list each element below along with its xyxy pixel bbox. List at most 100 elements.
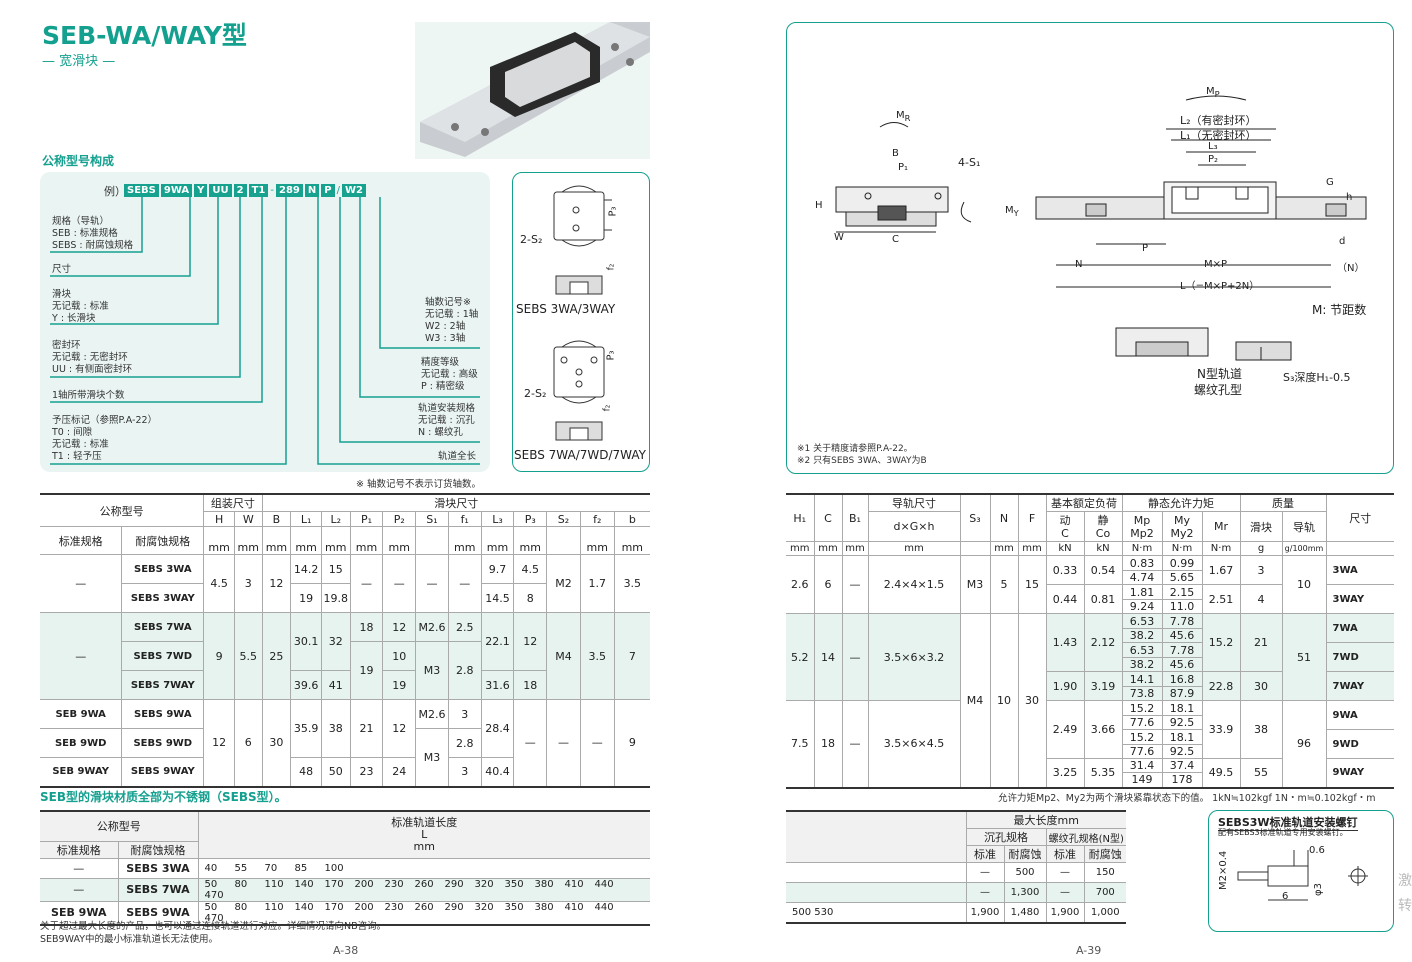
label-p3-bottom: P₃ [605,350,617,361]
technical-drawing [835,95,1367,361]
length-value: 140 [294,901,314,913]
page-number-left: A-38 [333,944,359,957]
length-value: 110 [264,878,284,890]
right-spec-table: H₁ C B₁ 导轨尺寸 S₃ N F 基本额定负荷 静态允许力矩 质量 尺寸 … [786,493,1394,789]
page-number-right: A-39 [1076,944,1102,957]
bottom-note-1: 关于超过最大长度的产品，也可以通过连接轨道进行对应。详细情况请向NB咨询。 [40,921,387,932]
col-L2: L₂ [320,511,351,527]
length-value: 260 [414,901,434,913]
label-f2-top: f₂ [606,263,617,271]
unit: mm [1017,541,1046,556]
col-mass: 质量 [1239,493,1326,512]
length-value: 320 [474,878,494,890]
unit: mm [513,526,547,555]
col-standard: 标准规格 [40,526,122,555]
col-f2: f₂ [579,511,615,527]
label-H: H [815,200,823,211]
code-part: N [304,184,320,197]
col-nominal: 公称型号 [40,810,198,841]
table-row: SEB 9WA SEBS 9WA 12 6 30 35.9 38 21 12 M… [40,699,650,787]
unit: mm [447,526,482,555]
label-f2-bottom: f₂ [602,404,613,412]
length-value: 470 [204,912,224,924]
length-value: 110 [264,901,284,913]
length-value: 440 [594,901,614,913]
label-h: h [1346,192,1353,203]
table-row: 2.6 6 — 2.4×4×1.5 M3 5 15 0.33 0.54 0.83… [786,555,1394,614]
edge-char-1: 激 [1398,873,1412,889]
unit [546,526,581,555]
label-rail-length: 轨道全长 [438,451,477,462]
col-P2: P₂ [382,511,416,527]
moment-note: 允许力矩Mp2、My2为两个滑块紧靠状态下的值。 1kN≒102kgf 1N・m… [998,793,1376,804]
length-value: 380 [534,878,554,890]
col-assembly: 组装尺寸 [203,493,263,512]
length-value: 80 [234,878,248,890]
unit: N·m [1201,541,1240,556]
max-length-table: 最大长度mm 沉孔规格 螺纹孔规格(N型) 标准 耐腐蚀 标准 耐腐蚀 —500… [786,810,1126,924]
label-slider-count: 1轴所带滑块个数 [52,390,125,401]
unit: g/100mm [1281,541,1326,556]
col-W: W [233,511,263,527]
col-P1: P₁ [349,511,383,527]
length-value: 350 [504,878,524,890]
page-subtitle: — 宽滑块 — [42,54,116,69]
label-model-top: SEBS 3WA/3WAY [516,302,616,316]
unit: mm [786,541,814,556]
length-value: 85 [294,862,308,874]
label-P2: P₂ [1208,154,1219,165]
col-sunk: 沉孔规格 [965,828,1046,846]
unit: mm [320,526,351,555]
unit: mm [203,526,235,555]
screw-drawing [1237,850,1368,901]
label-s2-bottom: 2-S₂ [524,387,547,400]
code-slash: / [336,185,340,196]
length-value: 320 [474,901,494,913]
col-slider-mass: 滑块 [1239,511,1282,542]
label-MR: MR [896,110,911,123]
product-photo [415,22,650,159]
unit: mm [261,526,291,555]
length-value: 470 [204,889,224,901]
col-L3: L₃ [480,511,514,527]
label-M-note: M: 节距数 [1312,303,1367,317]
col-thread: 螺纹孔规格(N型) [1045,828,1126,846]
code-part: W2 [341,184,366,197]
material-note: SEB型的滑块材质全部为不锈钢（SEBS型）。 [40,790,287,804]
page-title: SEB-WA/WAY型 [42,21,247,50]
col-S1: S₁ [415,511,449,527]
label-MP: MP [1206,86,1220,99]
label-d: d [1339,236,1346,247]
table-row: SEB 9WAY SEBS 9WAY 48 50 23 24 3 40.4 [40,757,650,787]
bottom-note-2: SEB9WAY中的最小标准轨道长无法使用。 [40,934,219,945]
length-value: 50 [204,878,218,890]
table-row: —500—150 [786,862,1126,883]
unit: mm [579,526,615,555]
screw-d06: 0.6 [1309,845,1325,856]
unit: mm [480,526,514,555]
unit: mm [867,541,960,556]
unit: N·m [1121,541,1162,556]
col-rail: 导轨尺寸 [867,493,960,512]
col-standard: 标准规格 [40,840,118,858]
col-F: F [1017,493,1046,542]
length-value: 350 [504,901,524,913]
col-L1: L₁ [290,511,322,527]
col-rail-mass: 导轨 [1281,511,1326,542]
label-Ltotal: L（=M×P+2N） [1180,281,1260,292]
